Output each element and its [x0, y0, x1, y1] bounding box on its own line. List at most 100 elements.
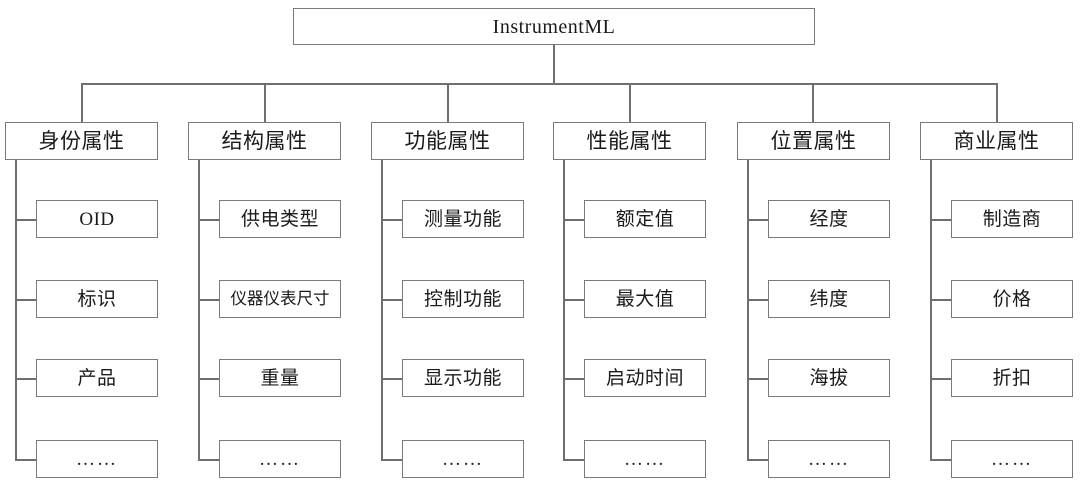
leaf-connector-6-1	[930, 219, 952, 221]
leaf-node-1-3-label: 产品	[77, 367, 117, 389]
branch-drop-connector-2	[264, 83, 266, 122]
leaf-node-4-4-label: ……	[624, 448, 666, 470]
leaf-connector-4-1	[563, 219, 585, 221]
leaf-connector-3-4	[381, 459, 403, 461]
leaf-node-6-2[interactable]: 价格	[951, 280, 1073, 318]
leaf-node-3-1-label: 测量功能	[423, 208, 502, 230]
leaf-node-6-3[interactable]: 折扣	[951, 359, 1073, 397]
leaf-connector-2-3	[198, 378, 220, 380]
leaf-connector-2-4	[198, 459, 220, 461]
leaf-connector-5-3	[747, 378, 769, 380]
leaf-node-5-4-label: ……	[808, 448, 850, 470]
leaf-node-4-4[interactable]: ……	[584, 440, 706, 478]
leaf-node-6-1[interactable]: 制造商	[951, 200, 1073, 238]
leaf-node-5-3-label: 海拔	[809, 367, 849, 389]
leaf-node-6-2-label: 价格	[992, 288, 1032, 310]
branch-node-5-label: 位置属性	[770, 128, 857, 153]
leaf-node-4-2[interactable]: 最大值	[584, 280, 706, 318]
branch-node-6-label: 商业属性	[953, 128, 1040, 153]
leaf-node-5-1[interactable]: 经度	[768, 200, 890, 238]
branch-rail-6	[930, 160, 932, 459]
leaf-connector-1-3	[15, 378, 37, 380]
leaf-node-3-1[interactable]: 测量功能	[402, 200, 524, 238]
leaf-node-4-1[interactable]: 额定值	[584, 200, 706, 238]
root-stem-connector	[553, 45, 555, 83]
leaf-connector-1-2	[15, 299, 37, 301]
branch-rail-1	[15, 160, 17, 459]
leaf-connector-2-1	[198, 219, 220, 221]
leaf-connector-5-1	[747, 219, 769, 221]
branch-drop-connector-6	[996, 83, 998, 122]
leaf-node-5-3[interactable]: 海拔	[768, 359, 890, 397]
leaf-node-4-1-label: 额定值	[615, 208, 675, 230]
leaf-node-1-3[interactable]: 产品	[36, 359, 158, 397]
leaf-node-3-4-label: ……	[442, 448, 484, 470]
leaf-connector-6-3	[930, 378, 952, 380]
leaf-connector-4-3	[563, 378, 585, 380]
leaf-connector-2-2	[198, 299, 220, 301]
leaf-node-2-2[interactable]: 仪器仪表尺寸	[219, 280, 341, 318]
leaf-node-5-1-label: 经度	[809, 208, 849, 230]
branch-node-6[interactable]: 商业属性	[920, 122, 1073, 160]
leaf-connector-5-2	[747, 299, 769, 301]
leaf-node-5-2-label: 纬度	[809, 288, 849, 310]
branch-drop-connector-3	[447, 83, 449, 122]
leaf-node-4-3-label: 启动时间	[605, 367, 684, 389]
leaf-connector-5-4	[747, 459, 769, 461]
leaf-node-3-4[interactable]: ……	[402, 440, 524, 478]
leaf-node-2-1[interactable]: 供电类型	[219, 200, 341, 238]
leaf-node-6-3-label: 折扣	[992, 367, 1032, 389]
branch-bus-connector	[81, 83, 996, 85]
branch-node-1-label: 身份属性	[38, 128, 125, 153]
leaf-node-6-1-label: 制造商	[982, 208, 1042, 230]
leaf-connector-4-2	[563, 299, 585, 301]
branch-node-4-label: 性能属性	[586, 128, 673, 153]
leaf-node-1-2-label: 标识	[77, 288, 117, 310]
leaf-node-3-3[interactable]: 显示功能	[402, 359, 524, 397]
leaf-connector-6-4	[930, 459, 952, 461]
leaf-node-1-2[interactable]: 标识	[36, 280, 158, 318]
branch-node-4[interactable]: 性能属性	[553, 122, 706, 160]
branch-drop-connector-4	[629, 83, 631, 122]
root-node-label: InstrumentML	[492, 15, 616, 38]
leaf-node-6-4-label: ……	[991, 448, 1033, 470]
branch-node-5[interactable]: 位置属性	[737, 122, 890, 160]
branch-node-3[interactable]: 功能属性	[371, 122, 524, 160]
leaf-node-3-2-label: 控制功能	[423, 288, 502, 310]
leaf-node-2-3[interactable]: 重量	[219, 359, 341, 397]
leaf-node-5-4[interactable]: ……	[768, 440, 890, 478]
leaf-node-2-1-label: 供电类型	[240, 208, 319, 230]
leaf-node-1-4[interactable]: ……	[36, 440, 158, 478]
leaf-node-5-2[interactable]: 纬度	[768, 280, 890, 318]
leaf-node-2-2-label: 仪器仪表尺寸	[230, 288, 330, 308]
branch-node-2-label: 结构属性	[221, 128, 308, 153]
leaf-node-4-2-label: 最大值	[615, 288, 675, 310]
branch-rail-2	[198, 160, 200, 459]
branch-rail-4	[563, 160, 565, 459]
branch-node-1[interactable]: 身份属性	[5, 122, 158, 160]
leaf-connector-1-4	[15, 459, 37, 461]
leaf-node-2-4[interactable]: ……	[219, 440, 341, 478]
leaf-connector-3-3	[381, 378, 403, 380]
leaf-node-4-3[interactable]: 启动时间	[584, 359, 706, 397]
root-node-instrumentml[interactable]: InstrumentML	[293, 8, 815, 45]
leaf-connector-6-2	[930, 299, 952, 301]
leaf-node-1-1[interactable]: OID	[36, 200, 158, 238]
leaf-node-1-4-label: ……	[76, 448, 118, 470]
leaf-node-2-3-label: 重量	[260, 367, 300, 389]
branch-rail-3	[381, 160, 383, 459]
leaf-node-6-4[interactable]: ……	[951, 440, 1073, 478]
leaf-connector-1-1	[15, 219, 37, 221]
branch-rail-5	[747, 160, 749, 459]
leaf-connector-3-1	[381, 219, 403, 221]
leaf-connector-3-2	[381, 299, 403, 301]
leaf-node-3-2[interactable]: 控制功能	[402, 280, 524, 318]
leaf-node-2-4-label: ……	[259, 448, 301, 470]
branch-node-2[interactable]: 结构属性	[188, 122, 341, 160]
leaf-connector-4-4	[563, 459, 585, 461]
branch-drop-connector-5	[812, 83, 814, 122]
branch-node-3-label: 功能属性	[404, 128, 491, 153]
branch-drop-connector-1	[81, 83, 83, 122]
leaf-node-3-3-label: 显示功能	[423, 367, 502, 389]
